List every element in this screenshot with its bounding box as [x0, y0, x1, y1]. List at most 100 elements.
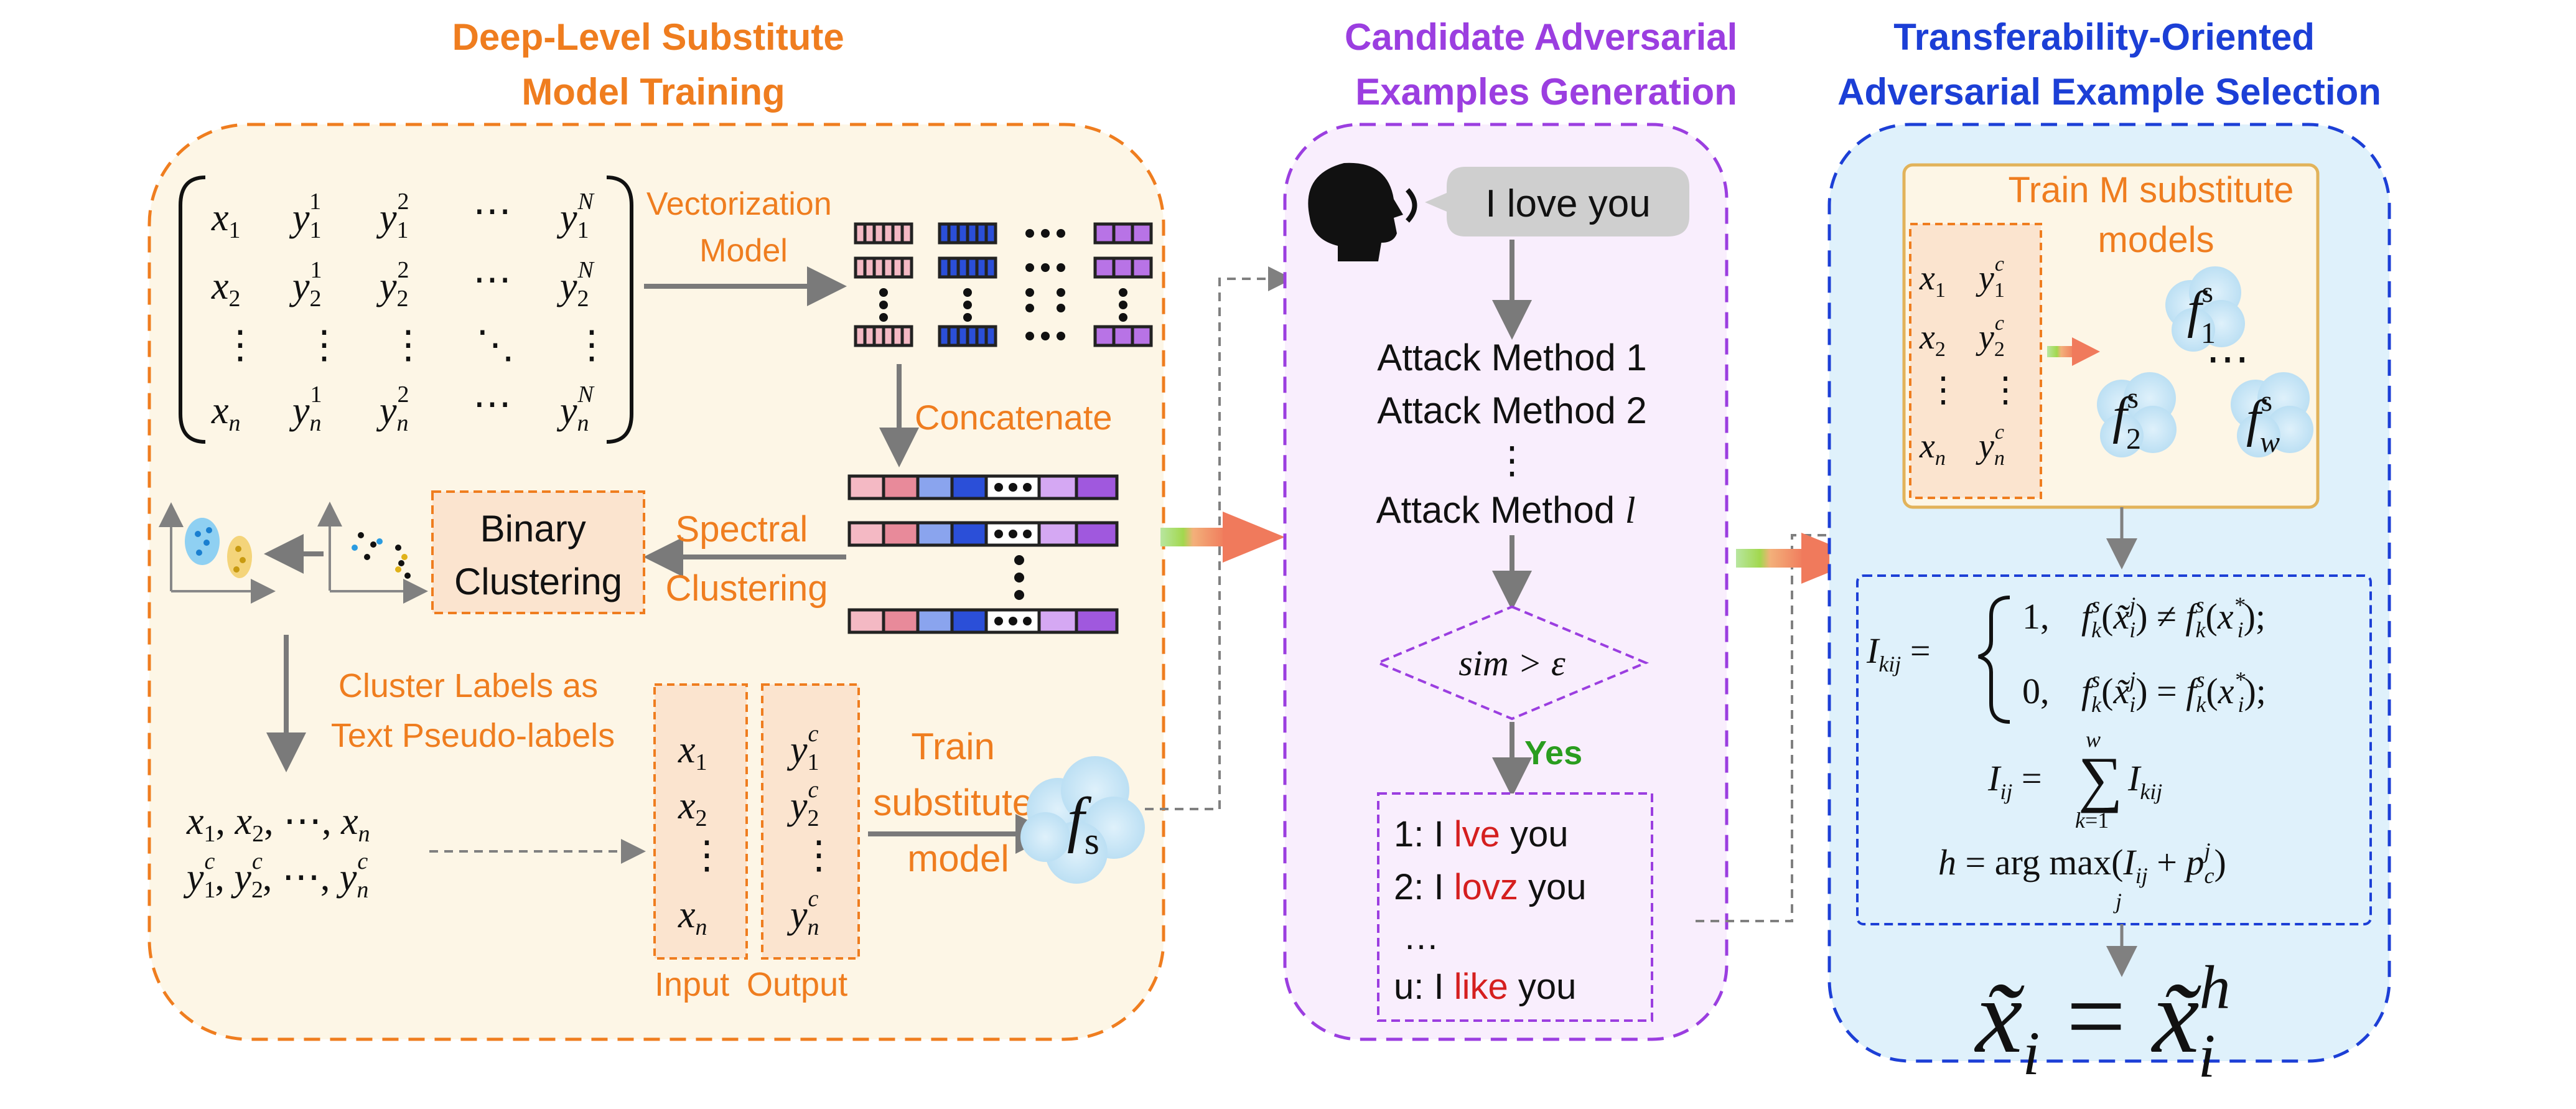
- svg-text:y2c: y2c: [1976, 312, 2005, 361]
- panel3-title-line2: Adversarial Example Selection: [1837, 71, 2381, 113]
- svg-text:xn: xn: [678, 894, 707, 940]
- binary-label-1: Binary: [480, 508, 586, 550]
- svg-text:⋮: ⋮: [305, 324, 343, 367]
- panel2-title-line1: Candidate Adversarial: [1345, 16, 1737, 58]
- panel-substitute-training: Deep-Level Substitute Model Training x1 …: [147, 16, 1293, 1041]
- scatter-plot-clustered: [159, 502, 276, 604]
- cluster-labels-2: Text Pseudo-labels: [331, 717, 615, 754]
- svg-text:j: j: [2113, 889, 2122, 914]
- svg-text:x̃i = x̃hi: x̃i = x̃hi: [1974, 953, 2231, 1090]
- spectral-label-1: Spectral: [676, 509, 808, 550]
- binary-clustering-box: [431, 490, 645, 614]
- vectorization-label-1: Vectorization: [646, 186, 832, 222]
- candidate-ellipsis: …: [1403, 917, 1439, 957]
- svg-text:Vectorization Model: Vectorization Model: [646, 186, 841, 269]
- svg-text:⋮: ⋮: [221, 324, 259, 367]
- train-m-label-1: Train M substitute: [2009, 170, 2294, 210]
- svg-text:Train M substitute models: Train M substitute models: [2009, 170, 2304, 260]
- svg-text:h = arg max(Iij + pjc): h = arg max(Iij + pjc): [1938, 838, 2226, 888]
- output-label: Output: [747, 966, 847, 1003]
- binary-label-2: Clustering: [454, 561, 622, 602]
- attack-method-1: Attack Method 1: [1377, 337, 1647, 378]
- svg-text:⋮: ⋮: [1988, 371, 2023, 409]
- svg-text:Train substitute model: Train substitute model: [873, 726, 1043, 879]
- train-label-2: substitute: [873, 782, 1033, 823]
- panel1-title-line1: Deep-Level Substitute: [452, 16, 844, 58]
- scatter-plot-unclustered: [317, 502, 428, 604]
- attack-method-l: Attack Method: [1376, 489, 1615, 531]
- pseudo-label-sequence: x1, x2, ⋯, xn y1c, y2c, ⋯, ync: [183, 800, 370, 903]
- svg-text:y1c, y2c, ⋯, ync: y1c, y2c, ⋯, ync: [183, 848, 368, 903]
- yes-label: Yes: [1524, 734, 1582, 772]
- formula-iij: Iij = ∑ w k=1 Ikij: [1987, 727, 2162, 833]
- concatenate-label: Concatenate: [915, 398, 1113, 437]
- flow-arrow-1: [1160, 512, 1285, 563]
- data-matrix: x1 y11 y12 ⋯ y1N x2 y21 y22 ⋯ y2N ⋮ ⋮ ⋮ …: [179, 175, 633, 444]
- panel3-title-line1: Transferability-Oriented: [1893, 16, 2315, 58]
- cluster-labels-1: Cluster Labels as: [338, 667, 598, 704]
- labeled-data-box: [1909, 223, 2042, 499]
- svg-text:⋱: ⋱: [476, 324, 515, 367]
- svg-text:Transferability-Oriented A: Transferability-Oriented Adversarial Exa…: [1837, 16, 2381, 113]
- candidates-box: [1377, 792, 1653, 1022]
- panel-candidate-generation: Candidate Adversarial Examples Generatio…: [1283, 16, 2134, 1041]
- train-label-1: Train: [911, 726, 994, 767]
- svg-text:⋮: ⋮: [688, 835, 726, 877]
- svg-text:fsk(x̃ji) = fsk(x*i);: fsk(x̃ji) = fsk(x*i);: [2081, 667, 2266, 717]
- attack-method-2: Attack Method 2: [1377, 390, 1647, 431]
- candidate-u: u: I like you: [1394, 966, 1576, 1007]
- svg-text:⋯: ⋯: [473, 259, 511, 301]
- svg-text:w: w: [2086, 727, 2101, 752]
- svg-text:Deep-Level Substitute Mode: Deep-Level Substitute Model Training: [452, 16, 855, 113]
- svg-text:∑: ∑: [2078, 744, 2122, 813]
- svg-text:⋯: ⋯: [473, 383, 511, 426]
- candidate-1: 1: I lve you: [1394, 814, 1569, 854]
- svg-text:y2c: y2c: [786, 777, 819, 831]
- svg-text:y22: y22: [376, 257, 409, 312]
- svg-text:0,: 0,: [2022, 671, 2050, 711]
- svg-text:⋮: ⋮: [800, 835, 838, 877]
- svg-text:x1, x2, ⋯, xn: x1, x2, ⋯, xn: [186, 800, 370, 847]
- svg-text:⋮: ⋮: [1493, 439, 1531, 481]
- panel1-title-line2: Model Training: [521, 71, 785, 113]
- svg-text:Attack Method l: Attack Method l: [1376, 489, 1636, 531]
- output-box: [761, 683, 860, 960]
- panel2-title-line2: Examples Generation: [1355, 71, 1737, 113]
- concat-row-1: [847, 474, 1119, 500]
- substitute-model-cloud: [1020, 756, 1145, 884]
- panel-transferability-selection: Transferability-Oriented Adversarial Exa…: [1827, 16, 2391, 1090]
- svg-text:Spectral Clustering: Spectral Clustering: [665, 509, 828, 609]
- svg-text:⋮: ⋮: [389, 324, 427, 367]
- svg-text:⋯: ⋯: [2206, 335, 2249, 383]
- similarity-condition: [1374, 605, 1650, 721]
- train-m-label-2: models: [2098, 220, 2214, 260]
- spectral-label-2: Clustering: [665, 568, 828, 609]
- train-m-arrow: [2047, 337, 2100, 366]
- vectorization-label-2: Model: [699, 233, 788, 269]
- svg-text:k=1: k=1: [2075, 808, 2109, 833]
- train-label-3: model: [907, 838, 1009, 879]
- svg-text:⋯: ⋯: [473, 190, 511, 233]
- input-box: [653, 683, 748, 960]
- speech-text: I love you: [1485, 182, 1650, 225]
- selection-formula-box: [1856, 574, 2372, 925]
- svg-text:1,: 1,: [2022, 596, 2050, 637]
- vector-dots: [879, 229, 1127, 340]
- concatenated-vectors: [847, 474, 1119, 634]
- svg-text:y21: y21: [289, 257, 322, 312]
- svg-text:Cluster Labels as Text Pse: Cluster Labels as Text Pseudo-labels: [331, 667, 615, 754]
- model-to-generation-dashed: [1145, 266, 1293, 810]
- svg-text:Candidate Adversarial Exam: Candidate Adversarial Examples Generatio…: [1345, 16, 1748, 113]
- svg-text:fsk(x̃ji) ≠ fsk(x*i);: fsk(x̃ji) ≠ fsk(x*i);: [2081, 592, 2266, 642]
- svg-text:⋮: ⋮: [572, 324, 611, 367]
- speech-bubble: I love you: [1425, 167, 1689, 236]
- concat-row-n: [847, 608, 1119, 634]
- svg-text:Iij =: Iij =: [1987, 758, 2042, 804]
- concat-row-2: [847, 521, 1119, 547]
